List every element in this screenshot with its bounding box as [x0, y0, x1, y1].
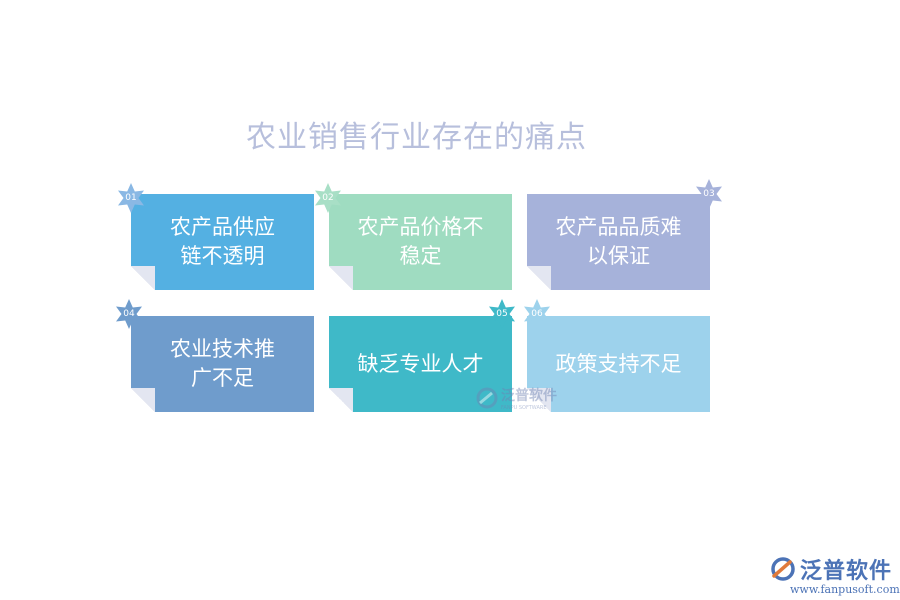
- pain-point-card-1: 农产品供应 链不透明: [131, 194, 314, 290]
- star-badge-icon: [696, 179, 722, 209]
- badge-number: 03: [703, 189, 715, 199]
- number-badge-6: 06: [522, 299, 552, 329]
- pain-point-card-2: 农产品价格不 稳定: [329, 194, 512, 290]
- card-text: 农业技术推 广不足: [170, 337, 275, 390]
- folded-corner: [329, 266, 353, 290]
- folded-corner: [131, 388, 155, 412]
- brand-logo: 泛普软件: [770, 553, 892, 585]
- diagram-title: 农业销售行业存在的痛点: [246, 120, 587, 155]
- watermark: 泛普软件 FANPU SOFTWARE: [476, 385, 557, 411]
- card-text: 缺乏专业人才: [357, 351, 484, 376]
- star-badge-icon: [118, 183, 144, 213]
- folded-corner: [131, 266, 155, 290]
- pain-point-card-6: 政策支持不足: [527, 316, 710, 412]
- number-badge-1: 01: [116, 183, 146, 213]
- star-badge-icon: [489, 299, 515, 329]
- star-badge-icon: [116, 299, 142, 329]
- number-badge-3: 03: [694, 179, 724, 209]
- brand-name: 泛普软件: [800, 559, 893, 584]
- number-badge-5: 05: [487, 299, 517, 329]
- star-badge-icon: [315, 183, 341, 213]
- fanpu-logo-icon: [771, 557, 795, 581]
- number-badge-2: 02: [313, 183, 343, 213]
- folded-corner: [329, 388, 353, 412]
- brand-url: www.fanpusoft.com: [790, 583, 900, 596]
- badge-number: 02: [322, 193, 334, 203]
- badge-number: 04: [123, 309, 135, 319]
- badge-number: 05: [496, 309, 508, 319]
- folded-corner: [527, 388, 551, 412]
- watermark-subtext: FANPU SOFTWARE: [501, 405, 547, 411]
- number-badge-4: 04: [114, 299, 144, 329]
- fanpu-logo-icon: [476, 387, 498, 409]
- star-badge-icon: [524, 299, 550, 329]
- watermark-text: 泛普软件: [501, 388, 557, 404]
- badge-number: 06: [531, 309, 543, 319]
- card-text: 政策支持不足: [555, 351, 682, 376]
- card-text: 农产品价格不 稳定: [357, 215, 484, 268]
- card-text: 农产品品质难 以保证: [555, 215, 682, 268]
- pain-point-card-5: 缺乏专业人才: [329, 316, 512, 412]
- folded-corner: [527, 266, 551, 290]
- pain-point-card-4: 农业技术推 广不足: [131, 316, 314, 412]
- pain-point-card-3: 农产品品质难 以保证: [527, 194, 710, 290]
- badge-number: 01: [125, 193, 137, 203]
- card-text: 农产品供应 链不透明: [170, 215, 275, 268]
